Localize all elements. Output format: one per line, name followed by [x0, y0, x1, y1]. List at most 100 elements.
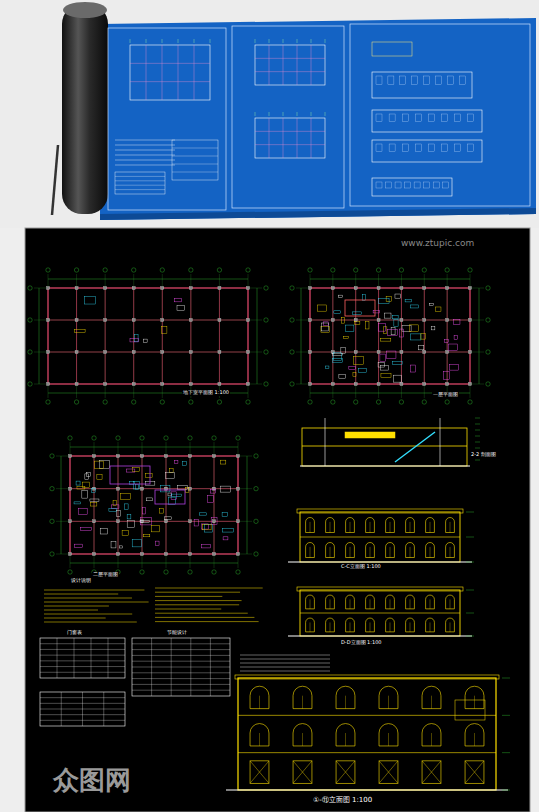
cad-stroke	[48, 288, 248, 384]
axis-bubble	[74, 268, 78, 272]
cad-stroke	[385, 313, 391, 318]
cad-stroke	[44, 610, 98, 611]
cad-stroke	[341, 318, 344, 324]
axis-bubble	[28, 382, 32, 386]
cad-stroke	[353, 356, 363, 364]
cad-stroke	[240, 667, 330, 668]
cad-stroke	[475, 442, 480, 443]
cad-stroke	[465, 761, 484, 783]
cad-stroke	[343, 336, 349, 338]
axis-bubble	[422, 268, 426, 272]
arched-window	[250, 724, 269, 746]
cad-stroke	[422, 761, 441, 783]
cad-stroke	[162, 39, 163, 43]
arched-window	[326, 618, 335, 632]
cad-stroke	[387, 329, 397, 335]
axis-bubble	[160, 268, 164, 272]
cad-stroke	[146, 39, 147, 43]
cad-stroke	[48, 352, 248, 353]
cad-stroke	[44, 602, 149, 603]
cad-stroke	[445, 340, 449, 343]
cad-stroke	[155, 541, 159, 545]
cad-stroke	[453, 319, 460, 324]
axis-bubble	[132, 268, 136, 272]
cad-stroke	[110, 466, 150, 484]
cad-stroke	[377, 351, 380, 354]
cad-stroke	[386, 296, 391, 301]
arched-window	[346, 543, 355, 558]
cad-stroke	[401, 288, 402, 384]
cad-stroke	[76, 288, 77, 384]
axis-bubble	[212, 570, 216, 574]
cad-stroke	[309, 351, 312, 354]
axis-bubble	[164, 570, 168, 574]
axis-bubble	[468, 268, 472, 272]
arched-window	[446, 543, 455, 558]
cad-stroke	[178, 485, 187, 489]
cad-stroke	[455, 700, 485, 720]
axis-bubble	[160, 400, 164, 404]
cad-stroke	[166, 456, 167, 554]
cad-stroke	[34, 352, 262, 353]
cad-stroke	[77, 487, 85, 489]
cad-stroke	[169, 497, 176, 504]
cad-stroke	[469, 319, 472, 322]
cad-stroke	[115, 155, 175, 156]
axis-bubble	[28, 286, 32, 290]
cad-stroke	[350, 24, 530, 206]
cad-stroke	[172, 164, 218, 165]
cad-stroke	[79, 508, 88, 514]
cad-stroke	[142, 507, 145, 514]
cad-stroke	[475, 430, 480, 431]
cad-stroke	[74, 329, 85, 332]
axis-bubble	[254, 454, 258, 458]
cad-stroke	[115, 172, 165, 194]
cad-stroke	[132, 319, 135, 322]
cad-stroke	[69, 455, 72, 458]
arched-window	[386, 595, 395, 609]
cad-stroke	[332, 274, 333, 398]
axis-bubble	[28, 350, 32, 354]
cad-stroke	[354, 287, 357, 290]
arched-window	[366, 595, 375, 609]
cad-stroke	[47, 319, 50, 322]
cad-stroke	[402, 114, 408, 121]
cad-stroke	[171, 492, 176, 500]
cad-stroke	[365, 321, 369, 329]
cad-stroke	[115, 165, 175, 166]
cad-stroke	[56, 521, 252, 522]
cad-stroke	[40, 666, 125, 667]
cad-stroke	[466, 512, 474, 513]
cad-stroke	[336, 761, 355, 783]
cad-stroke	[332, 288, 333, 384]
cad-stroke	[378, 362, 385, 367]
arched-window	[465, 724, 484, 746]
cad-stroke	[132, 655, 230, 656]
cad-stroke	[247, 319, 250, 322]
cad-stroke	[288, 635, 472, 636]
arched-window	[406, 518, 415, 533]
cad-stroke	[390, 522, 391, 533]
axis-bubble	[246, 268, 250, 272]
data-table	[40, 638, 125, 678]
cad-stroke	[414, 182, 420, 188]
cad-stroke	[190, 288, 191, 384]
cad-stroke	[293, 761, 312, 783]
cad-stroke	[165, 520, 168, 523]
arched-window	[446, 518, 455, 533]
cad-stroke	[353, 312, 362, 315]
cad-stroke	[350, 599, 351, 608]
cad-stroke	[172, 494, 182, 497]
cad-stroke	[172, 172, 218, 173]
cad-stroke	[238, 715, 496, 716]
cad-stroke	[130, 338, 138, 342]
cad-stroke	[430, 547, 431, 558]
cad-stroke	[238, 752, 496, 753]
cad-stroke	[113, 501, 117, 506]
cad-stroke	[449, 364, 458, 370]
cad-stroke	[190, 274, 191, 398]
cad-stroke	[174, 298, 181, 301]
cad-stroke	[370, 622, 371, 631]
